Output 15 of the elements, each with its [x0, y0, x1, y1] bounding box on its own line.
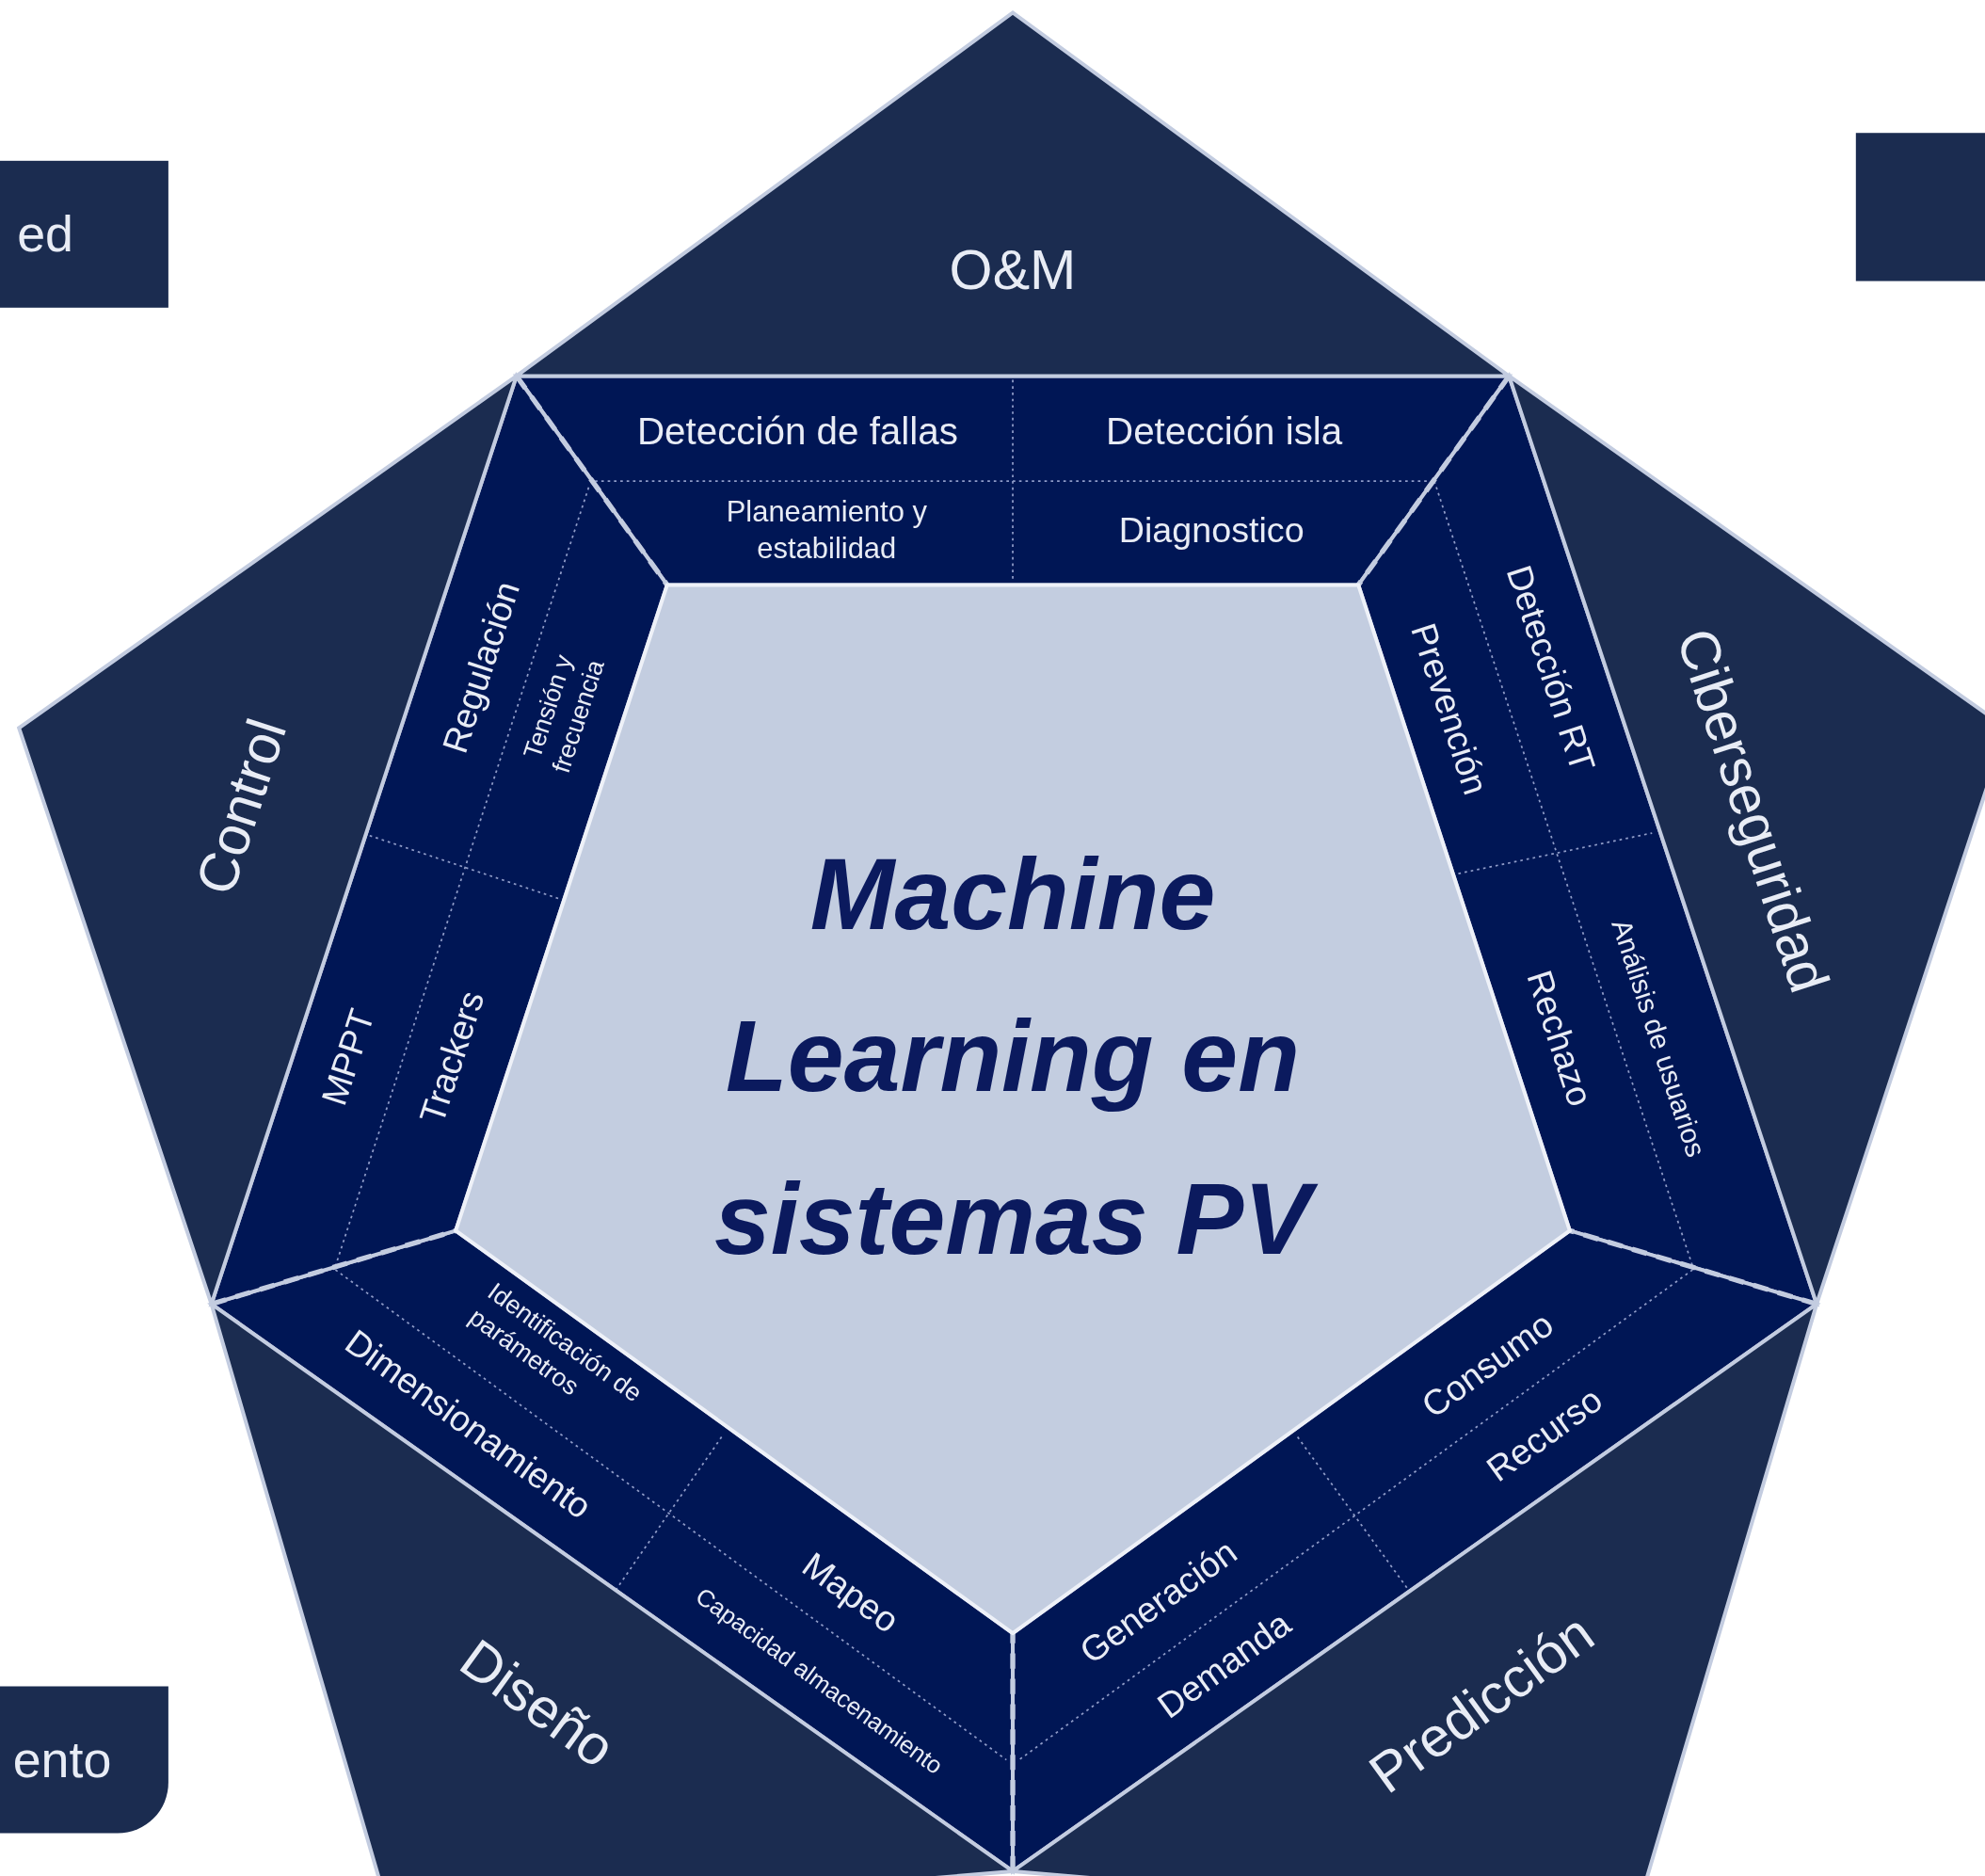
tab-label: ento [12, 1731, 112, 1788]
tab-box [1855, 133, 1985, 281]
tab-box [0, 1686, 168, 1834]
cell-label: MPPT [312, 1003, 383, 1112]
cell-label: Análisis de usuarios [1604, 915, 1712, 1162]
center-title: Machine Learning en sistemas PV [658, 813, 1368, 1301]
cell-label: Detección isla [1106, 409, 1343, 455]
cell-label: Planeamiento y estabilidad [725, 494, 928, 567]
tab-label: ed [17, 205, 73, 264]
cell-label: Diagnostico [1118, 509, 1305, 553]
cell-label: Rechazo [1518, 964, 1601, 1112]
sector-label: O&M [949, 237, 1077, 303]
tab-box [0, 160, 168, 308]
sector-label: Control [182, 710, 299, 903]
cell-label: Detección de fallas [636, 409, 958, 455]
